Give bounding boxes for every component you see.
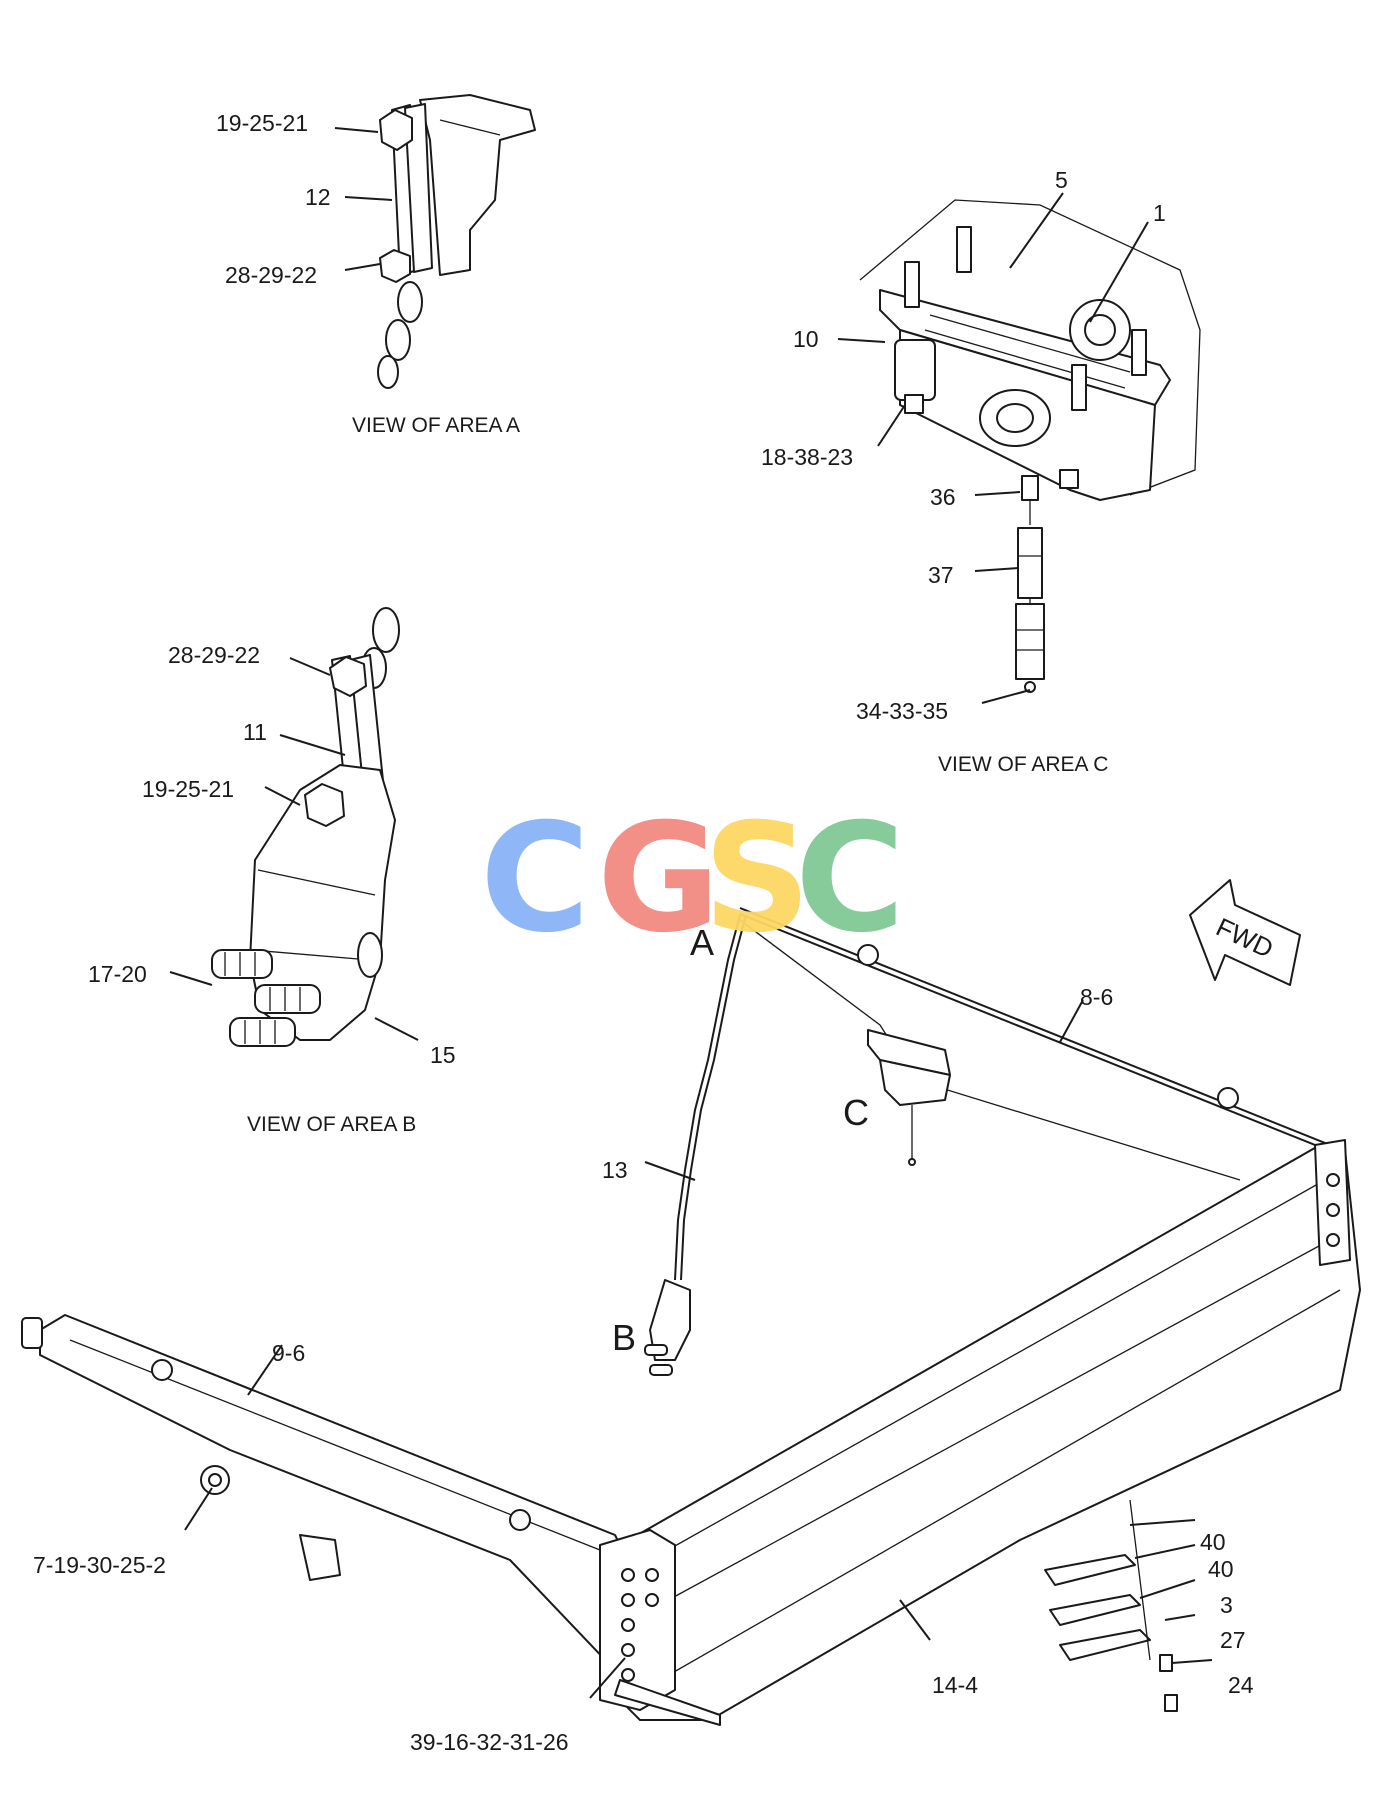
watermark-letter-3: S — [703, 792, 811, 966]
label-c-34-33-35: 34-33-35 — [856, 698, 948, 724]
view-title-area-a: VIEW OF AREA A — [352, 414, 520, 437]
watermark-letter-2: G — [597, 792, 720, 966]
watermark-letter-4: C — [795, 792, 905, 966]
area-markers: A C B — [612, 922, 869, 1358]
watermark-letter-1: C — [480, 792, 590, 966]
bolt-head-lower-b — [304, 783, 345, 827]
label-m-8-6: 8-6 — [1080, 984, 1113, 1010]
label-c-5: 5 — [1055, 167, 1068, 193]
fitting-36 — [1021, 475, 1039, 501]
label-m-39-16-32-31-26: 39-16-32-31-26 — [410, 1729, 569, 1755]
label-m-7-19-30-25-2: 7-19-30-25-2 — [33, 1552, 166, 1578]
label-m-40a: 40 — [1200, 1529, 1226, 1555]
label-b-15: 15 — [430, 1042, 456, 1068]
main-assembly — [21, 907, 1361, 1726]
label-c-37: 37 — [928, 562, 954, 588]
label-a-19-25-21: 19-25-21 — [216, 110, 308, 136]
label-b-19-25-21: 19-25-21 — [142, 776, 234, 802]
view-area-c — [859, 199, 1201, 693]
bolt-head-lower — [379, 249, 411, 283]
leader-lines — [169, 127, 1213, 1699]
label-m-27: 27 — [1220, 1627, 1246, 1653]
label-b-11: 11 — [243, 719, 267, 745]
view-area-b — [211, 607, 400, 1047]
view-title-area-c: VIEW OF AREA C — [938, 753, 1108, 776]
bolt-head-upper — [379, 109, 413, 151]
beam-9-6 — [39, 1314, 641, 1666]
label-m-40b: 40 — [1208, 1556, 1234, 1582]
area-marker-b: B — [612, 1317, 636, 1358]
label-b-28-29-22: 28-29-22 — [168, 642, 260, 668]
chain-13 — [674, 914, 741, 1281]
plates-3-40 — [1044, 1499, 1178, 1712]
label-m-24: 24 — [1228, 1672, 1254, 1698]
fitting-34 — [1015, 603, 1045, 680]
label-a-12: 12 — [305, 184, 331, 210]
bracket-b-small — [649, 1279, 691, 1361]
label-m-13: 13 — [602, 1157, 628, 1183]
label-c-10: 10 — [793, 326, 819, 352]
studs-17-20 — [211, 949, 321, 1047]
part-labels: 19-25-21 12 28-29-22 VIEW OF AREA A 5 1 … — [33, 110, 1254, 1755]
area-marker-c: C — [843, 1092, 869, 1133]
pulley-c — [867, 1029, 951, 1166]
label-b-17-20: 17-20 — [88, 961, 147, 987]
shaft-37 — [1017, 527, 1043, 599]
label-c-18-38-23: 18-38-23 — [761, 444, 853, 470]
label-a-28-29-22: 28-29-22 — [225, 262, 317, 288]
label-c-36: 36 — [930, 484, 956, 510]
beam-14-4 — [609, 1144, 1361, 1721]
label-c-1: 1 — [1153, 200, 1166, 226]
view-title-area-b: VIEW OF AREA B — [247, 1113, 416, 1136]
bolt-head-upper-b — [329, 656, 367, 697]
area-marker-a: A — [690, 922, 714, 963]
label-m-14-4: 14-4 — [932, 1672, 978, 1698]
watermark: C G S C — [480, 792, 905, 966]
fwd-arrow: FWD — [1189, 879, 1301, 986]
label-m-3: 3 — [1220, 1592, 1233, 1618]
view-area-a — [377, 94, 536, 389]
label-m-9-6: 9-6 — [272, 1340, 305, 1366]
